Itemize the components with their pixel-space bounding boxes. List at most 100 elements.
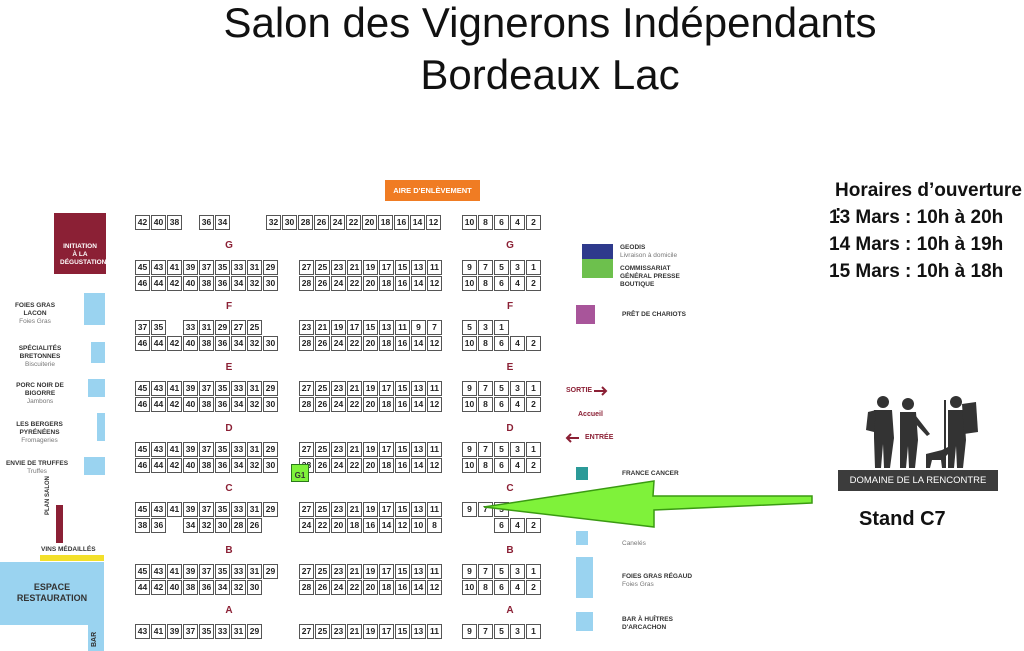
booth-cell: 4: [510, 397, 525, 412]
booth-cell: 23: [331, 502, 346, 517]
booth-cell: 27: [299, 564, 314, 579]
booth-cell: 30: [263, 458, 278, 473]
booth-cell: 41: [167, 442, 182, 457]
booth-cell: 2: [526, 276, 541, 291]
booth-cell: 34: [231, 458, 246, 473]
booth-cell: 24: [331, 580, 346, 595]
booth-cell: 35: [215, 442, 230, 457]
booth-cell: 5: [494, 260, 509, 275]
plan-salon-label: PLAN SALON: [45, 476, 51, 515]
booth-cell: 11: [427, 381, 442, 396]
booth-cell: 12: [427, 276, 442, 291]
booth-cell: 6: [494, 458, 509, 473]
booth-cell: 3: [510, 260, 525, 275]
booth-cell: 7: [478, 564, 493, 579]
booth-cell: 29: [247, 624, 262, 639]
vins-medailles-label: VINS MÉDAILLÉS: [41, 546, 96, 553]
porc-label: PORC NOIR DE BIGORRE Jambons: [15, 382, 65, 406]
booth-cell: 1: [526, 442, 541, 457]
booth-cell: 2: [526, 580, 541, 595]
booth-cell: 45: [135, 564, 150, 579]
booth-cell: 3: [478, 320, 493, 335]
booth-cell: 39: [183, 381, 198, 396]
booth-cell: 2: [526, 215, 541, 230]
booth-cell: 31: [247, 260, 262, 275]
booth-cell: 20: [362, 215, 377, 230]
booth-cell: 23: [331, 564, 346, 579]
booth-cell: 22: [346, 215, 361, 230]
booth-cell: 8: [427, 518, 442, 533]
booth-cell: 12: [427, 458, 442, 473]
booth-cell: 14: [379, 518, 394, 533]
booth-cell: 25: [315, 381, 330, 396]
booth-cell: 18: [347, 518, 362, 533]
booth-cell: 5: [494, 624, 509, 639]
booth-cell: 17: [347, 320, 362, 335]
booth-cell: 9: [462, 502, 477, 517]
booth-cell: 28: [299, 397, 314, 412]
booth-cell: 24: [331, 397, 346, 412]
hours-line: 14 Mars : 10h à 19h: [829, 234, 1004, 255]
hours-heading: Horaires d’ouverture :: [835, 180, 1022, 223]
booth-cell: 5: [494, 442, 509, 457]
row-letter: G: [506, 240, 514, 251]
booth-cell: 13: [411, 564, 426, 579]
booth-cell: 39: [183, 442, 198, 457]
booth-cell: 19: [363, 260, 378, 275]
booth-cell: 4: [510, 458, 525, 473]
booth-cell: 33: [231, 442, 246, 457]
huitres-label: BAR À HUÎTRES D'ARCACHON: [622, 616, 673, 631]
booth-cell: 38: [167, 215, 182, 230]
booth-cell: 38: [199, 458, 214, 473]
booth-cell: 36: [199, 215, 214, 230]
booth-cell: 40: [183, 276, 198, 291]
booth-cell: 8: [478, 458, 493, 473]
booth-cell: 34: [215, 215, 230, 230]
booth-cell: 45: [135, 381, 150, 396]
foies-gras-regaud-title: FOIES GRAS RÉGAUD: [622, 573, 693, 580]
booth-cell: 30: [247, 580, 262, 595]
booth-cell: 31: [247, 442, 262, 457]
booth-cell: 13: [411, 624, 426, 639]
booth-cell: 16: [395, 580, 410, 595]
booth-cell: 36: [215, 397, 230, 412]
specialites-title: SPÉCIALITÉS BRETONNES: [18, 345, 62, 360]
booth-cell: 27: [299, 381, 314, 396]
booth-cell: 35: [215, 381, 230, 396]
booth-cell: 43: [151, 381, 166, 396]
booth-cell: 18: [379, 580, 394, 595]
booth-cell: 3: [510, 381, 525, 396]
booth-cell: 16: [394, 215, 409, 230]
booth-cell: 43: [151, 564, 166, 579]
booth-cell: 33: [231, 260, 246, 275]
booth-cell: 14: [411, 276, 426, 291]
canneles-label: Canelés: [622, 540, 646, 547]
booth-cell: 8: [478, 580, 493, 595]
booth-cell: 41: [167, 502, 182, 517]
booth-cell: 17: [379, 260, 394, 275]
booth-cell: 11: [427, 260, 442, 275]
booth-cell: 22: [315, 518, 330, 533]
espace-restauration: ESPACE RESTAURATION: [0, 562, 104, 625]
booth-cell: 5: [494, 381, 509, 396]
booth-cell: 10: [462, 458, 477, 473]
booth-cell: 19: [331, 320, 346, 335]
chariots-booth: [576, 305, 595, 324]
booth-cell: 25: [315, 442, 330, 457]
row-letter: A: [506, 605, 514, 616]
booth-cell: 31: [247, 564, 262, 579]
booth-cell: 25: [247, 320, 262, 335]
booth-cell: 27: [299, 624, 314, 639]
foies-gras-lacon-title: FOIES GRAS LACON: [14, 302, 56, 317]
booth-cell: 40: [183, 458, 198, 473]
booth-cell: 13: [411, 442, 426, 457]
title-line-2: Bordeaux Lac: [420, 51, 680, 98]
hikers-silhouette-icon: [866, 396, 978, 468]
row-letter: B: [506, 545, 514, 556]
booth-cell: 41: [151, 624, 166, 639]
booth-cell: 39: [183, 260, 198, 275]
foies-gras-lacon-sub: Foies Gras: [19, 318, 51, 325]
booth-cell: 26: [315, 458, 330, 473]
truffes-title: ENVIE DE TRUFFES: [5, 460, 69, 467]
booth-cell: 15: [395, 381, 410, 396]
